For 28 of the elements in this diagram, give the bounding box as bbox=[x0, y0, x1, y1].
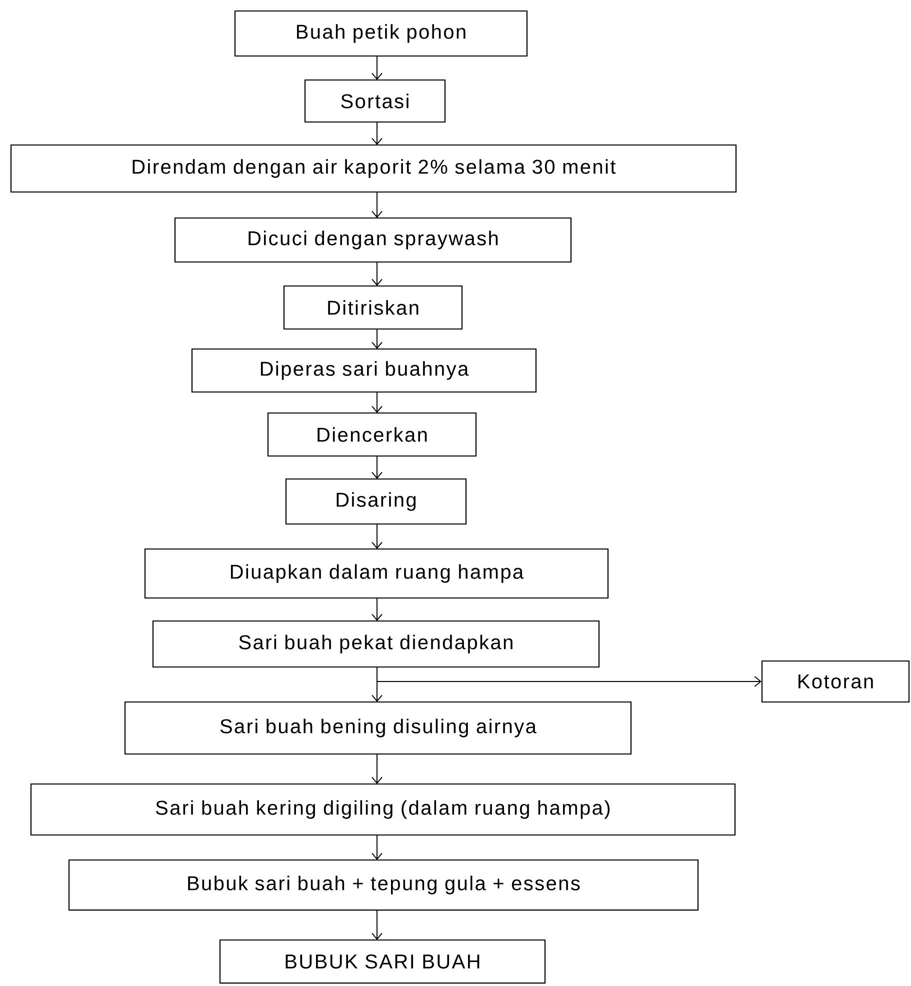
arrow bbox=[372, 754, 382, 784]
process-box: Ditiriskan bbox=[283, 285, 463, 330]
arrow bbox=[372, 192, 382, 218]
process-box: Diuapkan dalam ruang hampa bbox=[144, 548, 609, 599]
process-box: Sari buah kering digiling (dalam ruang hampa) bbox=[30, 783, 736, 836]
process-box: Sortasi bbox=[304, 79, 446, 123]
arrow bbox=[372, 122, 382, 145]
process-box: Diperas sari buahnya bbox=[191, 348, 537, 393]
process-box: BUBUK SARI BUAH bbox=[219, 939, 546, 984]
process-box: Diencerkan bbox=[267, 412, 477, 457]
arrow bbox=[372, 666, 382, 702]
process-box: Bubuk sari buah + tepung gula + essens bbox=[68, 859, 699, 911]
process-box: Sari buah pekat diendapkan bbox=[152, 620, 600, 668]
arrow bbox=[372, 392, 382, 413]
arrow bbox=[372, 456, 382, 479]
process-box: Kotoran bbox=[761, 660, 910, 703]
process-box: Dicuci dengan spraywash bbox=[174, 217, 572, 263]
process-box: Direndam dengan air kaporit 2% selama 30 menit bbox=[10, 144, 737, 193]
process-box: Sari buah bening disuling airnya bbox=[124, 701, 632, 755]
arrow bbox=[372, 834, 382, 860]
arrow bbox=[372, 262, 382, 286]
process-box: Buah petik pohon bbox=[234, 10, 528, 57]
arrow bbox=[372, 524, 382, 550]
arrow bbox=[372, 56, 382, 80]
arrow bbox=[372, 910, 382, 940]
process-box: Disaring bbox=[285, 478, 467, 525]
arrow bbox=[372, 328, 382, 349]
arrow bbox=[372, 598, 382, 622]
